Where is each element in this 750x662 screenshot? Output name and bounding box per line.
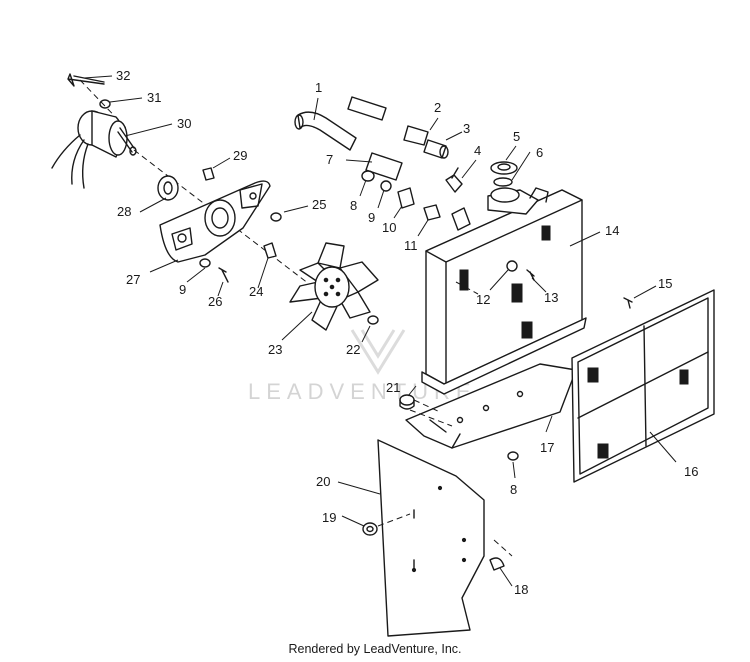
part-18-plug: [489, 557, 505, 571]
callout-12: 12: [476, 292, 490, 307]
callout-9-upper: 9: [368, 210, 375, 225]
callout-11: 11: [404, 238, 418, 253]
callout-28: 28: [117, 204, 131, 219]
part-2-hose-section: [403, 125, 429, 146]
callout-22: 22: [346, 342, 360, 357]
assembly-lines: [377, 281, 513, 557]
callout-27: 27: [126, 272, 140, 287]
part-25-nut: [270, 212, 282, 222]
callout-15: 15: [658, 276, 672, 291]
part-17-mount-plate: [405, 363, 577, 449]
bolt-axis-line: [79, 79, 129, 131]
part-3-hose-clamp: [423, 139, 449, 159]
part-8-lower-nut: [507, 451, 519, 461]
callout-19: 19: [322, 510, 336, 525]
callout-31: 31: [147, 90, 161, 105]
part-12-nut: [506, 260, 518, 272]
part-7-lower-hose: [365, 152, 403, 181]
callout-9-left: 9: [179, 282, 186, 297]
part-5-radiator-cap: [490, 161, 518, 175]
callout-14: 14: [605, 223, 619, 238]
callout-21: 21: [386, 380, 400, 395]
callout-6: 6: [536, 145, 543, 160]
callout-32: 32: [116, 68, 130, 83]
part-21-grommet: [399, 394, 415, 410]
callout-29: 29: [233, 148, 247, 163]
part-15-screw: [623, 297, 633, 309]
callout-8-lower: 8: [510, 482, 517, 497]
part-26-bolt: [218, 267, 229, 283]
callout-13: 13: [544, 290, 558, 305]
part-23-fan-blade: [289, 242, 379, 331]
callout-10: 10: [382, 220, 396, 235]
part-11-spacer: [423, 204, 441, 221]
callout-4: 4: [474, 143, 481, 158]
part-6-gasket: [493, 177, 513, 187]
callout-7: 7: [326, 152, 333, 167]
part-27-motor-bracket: [159, 180, 271, 263]
part-31-washer: [99, 99, 111, 109]
part-20-shroud-panel: [377, 439, 485, 637]
callout-20: 20: [316, 474, 330, 489]
part-24-spacer: [263, 242, 277, 259]
part-29-spacer: [202, 167, 215, 181]
part-22-nut: [367, 315, 379, 325]
part-1-upper-hose: [294, 111, 357, 151]
part-32-bolt: [67, 73, 105, 87]
callout-30: 30: [177, 116, 191, 131]
part-2-hose: [347, 96, 387, 121]
part-9-washer: [380, 180, 392, 192]
callout-25: 25: [312, 197, 326, 212]
callout-5: 5: [513, 129, 520, 144]
callout-18: 18: [514, 582, 528, 597]
part-19-grommet: [362, 522, 378, 536]
footer-credit: Rendered by LeadVenture, Inc.: [288, 642, 462, 656]
callout-26: 26: [208, 294, 222, 309]
part-16-radiator-screen: [571, 289, 715, 483]
callout-16: 16: [684, 464, 698, 479]
callout-2: 2: [434, 100, 441, 115]
leader-lines: [83, 75, 677, 587]
callout-8-upper: 8: [350, 198, 357, 213]
callout-labels: 32 31 30 29 28 27 9 26 24 25 23 22 1 2 3…: [116, 68, 698, 597]
part-14-radiator: [421, 187, 587, 395]
part-9-nut-left: [199, 258, 211, 268]
part-30-fan-motor: [51, 110, 137, 189]
callout-1: 1: [315, 80, 322, 95]
callout-3: 3: [463, 121, 470, 136]
part-10-spacer: [397, 187, 415, 209]
part-28-grommet: [157, 175, 179, 201]
callout-23: 23: [268, 342, 282, 357]
part-4-clamp: [445, 167, 463, 193]
callout-24: 24: [249, 284, 263, 299]
part-8-nut: [361, 170, 375, 182]
callout-17: 17: [540, 440, 554, 455]
